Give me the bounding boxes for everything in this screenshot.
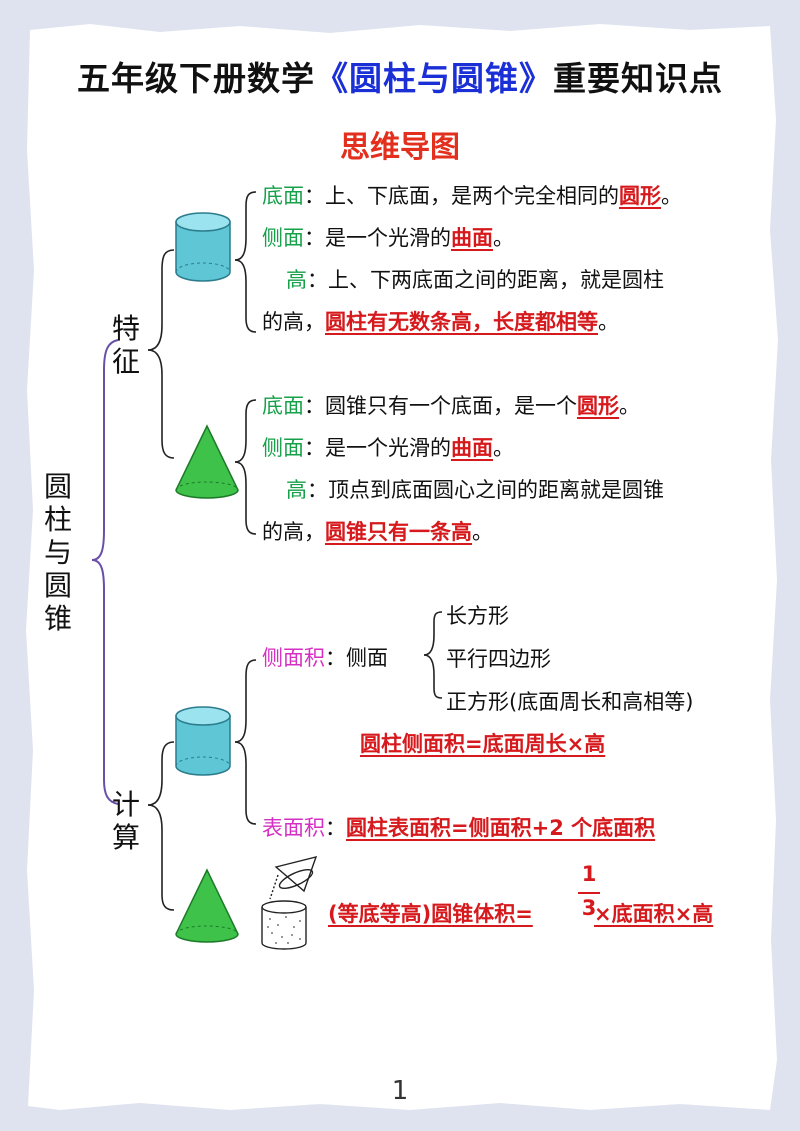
base-text: ：圆锥只有一个底面，是一个 bbox=[304, 394, 577, 418]
cone-side-line: 侧面：是一个光滑的曲面。 bbox=[262, 432, 514, 462]
term-base: 底面 bbox=[262, 394, 304, 418]
punct: 。 bbox=[493, 226, 514, 250]
key-circle: 圆形 bbox=[619, 184, 661, 208]
title-prefix: 五年级下册数学 bbox=[77, 59, 315, 98]
side-text: ：是一个光滑的 bbox=[304, 226, 451, 250]
punct: 。 bbox=[598, 310, 619, 334]
term-lateral-area: 侧面积 bbox=[262, 646, 325, 670]
cone-icon bbox=[175, 868, 239, 943]
cone-icon bbox=[175, 424, 239, 499]
cylinder-side-line: 侧面：是一个光滑的曲面。 bbox=[262, 222, 514, 252]
title-highlight: 《圆柱与圆锥》 bbox=[315, 59, 553, 98]
height-text: ：上、下两底面之间的距离，就是圆柱 bbox=[307, 268, 664, 292]
colon: ： bbox=[325, 646, 346, 670]
feature-label: 特征 bbox=[111, 312, 140, 378]
punct: 。 bbox=[472, 520, 493, 544]
calc-label: 计算 bbox=[111, 788, 140, 854]
page-subtitle: 思维导图 bbox=[340, 130, 460, 165]
term-height: 高 bbox=[286, 478, 307, 502]
cylinder-icon bbox=[175, 212, 231, 282]
shape-parallelogram: 平行四边形 bbox=[446, 647, 551, 671]
cone-pour-icon bbox=[261, 856, 318, 950]
root-label: 圆柱与圆锥 bbox=[43, 470, 72, 635]
term-side: 侧面 bbox=[262, 436, 304, 460]
cone-volume-suffix: ×底面积×高 bbox=[594, 902, 714, 926]
cone-height-line: 高：顶点到底面圆心之间的距离就是圆锥 bbox=[286, 474, 664, 504]
shape-square: 正方形(底面周长和高相等) bbox=[446, 690, 694, 714]
height-text: ：顶点到底面圆心之间的距离就是圆锥 bbox=[307, 478, 664, 502]
page-number: 1 bbox=[391, 1076, 409, 1106]
cylinder-height-line-2: 的高，圆柱有无数条高，长度都相等。 bbox=[262, 306, 619, 336]
side-text: ：是一个光滑的 bbox=[304, 436, 451, 460]
lateral-area-line: 侧面积：侧面 bbox=[262, 642, 388, 672]
cylinder-height-line: 高：上、下两底面之间的距离，就是圆柱 bbox=[286, 264, 664, 294]
shape-rectangle: 长方形 bbox=[446, 604, 509, 628]
term-surface-area: 表面积 bbox=[262, 816, 325, 840]
term-base: 底面 bbox=[262, 184, 304, 208]
cone-height-line-2: 的高，圆锥只有一条高。 bbox=[262, 516, 493, 546]
lateral-face: 侧面 bbox=[346, 646, 388, 670]
height-text-2: 的高， bbox=[262, 520, 325, 544]
fraction-denominator: 3 bbox=[581, 896, 597, 920]
punct: 。 bbox=[661, 184, 682, 208]
term-side: 侧面 bbox=[262, 226, 304, 250]
height-text-2: 的高， bbox=[262, 310, 325, 334]
punct: 。 bbox=[493, 436, 514, 460]
cylinder-icon bbox=[175, 706, 231, 776]
key-curved-surface: 曲面 bbox=[451, 226, 493, 250]
title-suffix: 重要知识点 bbox=[553, 59, 723, 98]
colon: ： bbox=[325, 816, 346, 840]
fraction-numerator: 1 bbox=[581, 862, 597, 886]
cone-base-line: 底面：圆锥只有一个底面，是一个圆形。 bbox=[262, 390, 640, 420]
cylinder-base-line: 底面：上、下底面，是两个完全相同的圆形。 bbox=[262, 180, 682, 210]
key-cylinder-height: 圆柱有无数条高，长度都相等 bbox=[325, 310, 598, 334]
lateral-area-formula: 圆柱侧面积=底面周长×高 bbox=[360, 732, 606, 756]
base-text: ：上、下底面，是两个完全相同的 bbox=[304, 184, 619, 208]
key-cone-height: 圆锥只有一条高 bbox=[325, 520, 472, 544]
surface-area-formula: 圆柱表面积=侧面积+2 个底面积 bbox=[346, 816, 656, 840]
punct: 。 bbox=[619, 394, 640, 418]
key-curved-surface: 曲面 bbox=[451, 436, 493, 460]
surface-area-line: 表面积：圆柱表面积=侧面积+2 个底面积 bbox=[262, 812, 655, 842]
term-height: 高 bbox=[286, 268, 307, 292]
key-circle: 圆形 bbox=[577, 394, 619, 418]
cone-volume-prefix: (等底等高)圆锥体积= bbox=[328, 902, 533, 926]
page-title: 五年级下册数学《圆柱与圆锥》重要知识点 bbox=[0, 52, 800, 100]
